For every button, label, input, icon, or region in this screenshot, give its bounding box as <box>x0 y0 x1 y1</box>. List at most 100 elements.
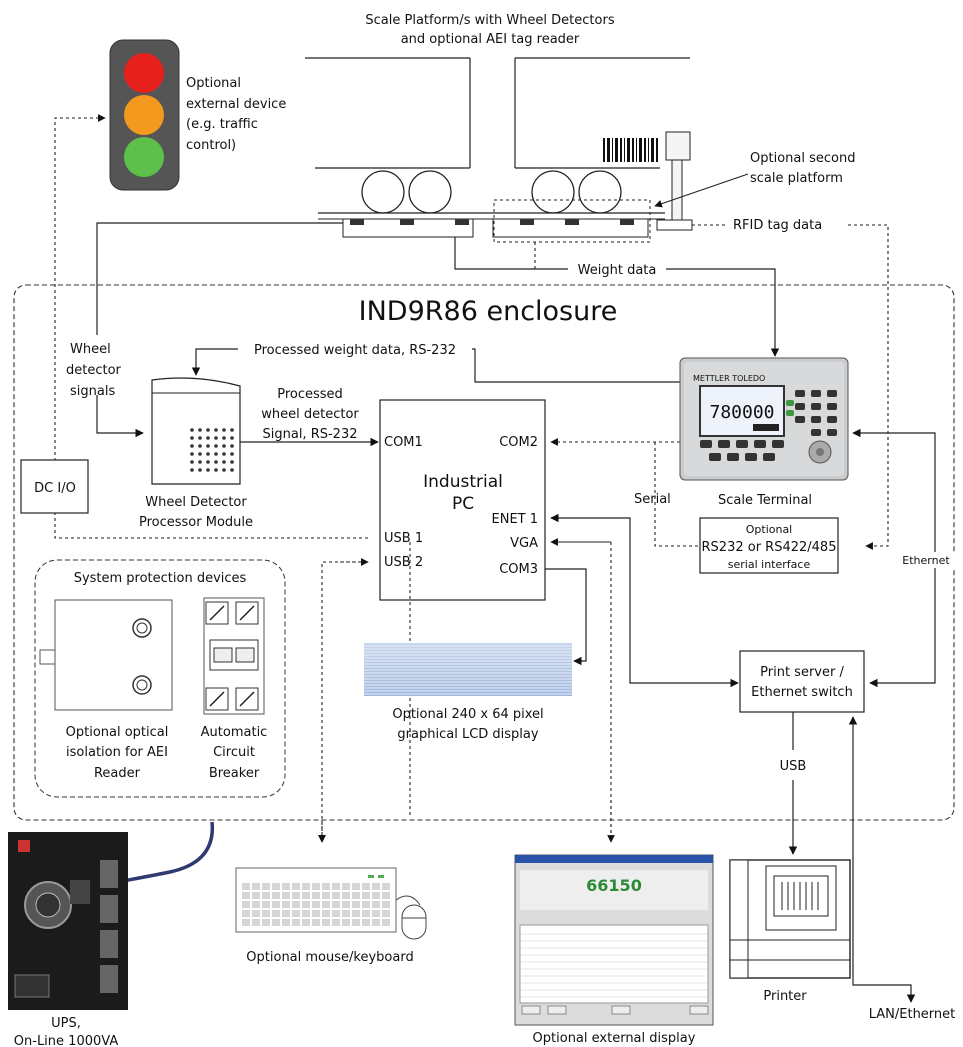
grille-dot <box>190 452 194 456</box>
second-platform-label-2: scale platform <box>750 171 843 186</box>
wheel-signals-label-3: signals <box>70 384 115 399</box>
amber-light <box>124 95 164 135</box>
wdpm-label-2: Processor Module <box>139 515 253 530</box>
keyboard-key <box>332 901 340 908</box>
rfid-label: RFID tag data <box>733 218 822 233</box>
keyboard-key <box>302 919 310 926</box>
keyboard-key <box>362 910 370 917</box>
industrial-pc <box>379 399 546 601</box>
keyboard-key <box>332 883 340 890</box>
keyboard-key <box>312 919 320 926</box>
grille-dot <box>214 436 218 440</box>
grille-dot <box>198 436 202 440</box>
optical-label-1: Optional optical <box>66 725 169 740</box>
wheel-detector-line <box>96 222 343 335</box>
keyboard-key <box>252 910 260 917</box>
grille-dot <box>206 468 210 472</box>
usb1-label: USB 1 <box>384 531 423 546</box>
keyboard-key <box>252 901 260 908</box>
traffic-label-2: external device <box>186 97 286 112</box>
scale-terminal: METTLER TOLEDO 780000 <box>679 357 849 481</box>
grille-dot <box>206 452 210 456</box>
lcd-label-2: graphical LCD display <box>397 727 538 742</box>
grille-dot <box>190 444 194 448</box>
com1-label: COM1 <box>384 435 423 450</box>
traffic-label-3: (e.g. traffic <box>186 117 258 132</box>
keyboard-key <box>252 919 260 926</box>
dcio-box <box>20 459 89 514</box>
grille-dot <box>198 460 202 464</box>
ups <box>8 832 128 1010</box>
grille-dot <box>214 460 218 464</box>
processed-weight-label: Processed weight data, RS-232 <box>254 343 456 358</box>
traffic-label-1: Optional <box>186 76 241 91</box>
keyboard-key <box>292 919 300 926</box>
keyboard-key <box>322 910 330 917</box>
grille-dot <box>198 452 202 456</box>
enet1-line <box>550 513 739 688</box>
wdpm-label-1: Wheel Detector <box>145 495 247 510</box>
keyboard-key <box>382 919 390 926</box>
terminal-reading: 780000 <box>709 402 774 423</box>
keyboard-key <box>342 883 350 890</box>
keyboard-key <box>272 901 280 908</box>
keyboard-key <box>282 910 290 917</box>
ups-cable <box>116 821 215 884</box>
keyboard-key <box>272 919 280 926</box>
keyboard-key <box>312 883 320 890</box>
enclosure-title: IND9R86 enclosure <box>359 296 618 327</box>
keyboard-key <box>342 919 350 926</box>
proc-wheel-label-2: wheel detector <box>261 407 359 422</box>
keyboard-key <box>312 901 320 908</box>
scale-terminal-label: Scale Terminal <box>718 493 812 508</box>
keyboard-key <box>292 883 300 890</box>
keyboard-key <box>342 910 350 917</box>
green-light <box>124 137 164 177</box>
keyboard-key <box>352 910 360 917</box>
mouse-icon <box>395 895 427 940</box>
aei-tag-reader <box>601 131 693 231</box>
keyboard-key <box>282 919 290 926</box>
grille-dot <box>222 460 226 464</box>
keyboard-key <box>322 919 330 926</box>
keyboard-key <box>352 892 360 899</box>
lan-line <box>848 716 916 1003</box>
keyboard-key <box>242 919 250 926</box>
keyboard-key <box>372 919 380 926</box>
enclosure-border <box>13 284 955 821</box>
grille-dot <box>198 444 202 448</box>
proc-wheel-label-1: Processed <box>277 387 343 402</box>
grille-dot <box>230 428 234 432</box>
keyboard-key <box>312 910 320 917</box>
optical-label-2: isolation for AEI <box>66 745 168 760</box>
platform-label-1: Scale Platform/s with Wheel Detectors <box>365 13 614 28</box>
serial-if-label-1: Optional <box>746 523 793 536</box>
ipc-label-1: Industrial <box>423 472 503 492</box>
keyboard-key <box>292 910 300 917</box>
second-platform-pointer <box>654 173 749 208</box>
grille-dot <box>222 452 226 456</box>
grille-dot <box>222 468 226 472</box>
grille-dot <box>206 436 210 440</box>
keyboard-key <box>302 883 310 890</box>
keyboard-key <box>382 901 390 908</box>
keyboard-key <box>372 883 380 890</box>
keyboard-key <box>242 883 250 890</box>
lcd-label-1: Optional 240 x 64 pixel <box>392 707 543 722</box>
ext-display-reading: 66150 <box>586 876 642 895</box>
com3-line <box>545 568 587 666</box>
scale-platform <box>305 57 690 243</box>
keyboard-key <box>292 892 300 899</box>
breaker-label-3: Breaker <box>209 766 260 781</box>
keyboard-key <box>362 892 370 899</box>
grille-dot <box>230 460 234 464</box>
grille-dot <box>198 428 202 432</box>
ethernet-label: Ethernet <box>902 554 950 567</box>
usb2-label: USB 2 <box>384 555 423 570</box>
keyboard-key <box>312 892 320 899</box>
keyboard-key <box>292 901 300 908</box>
keyboard-key <box>282 901 290 908</box>
wheel-signals-label-1: Wheel <box>70 342 111 357</box>
serial-if-label-2: RS232 or RS422/485 <box>702 540 837 555</box>
processed-weight-line <box>191 348 680 383</box>
